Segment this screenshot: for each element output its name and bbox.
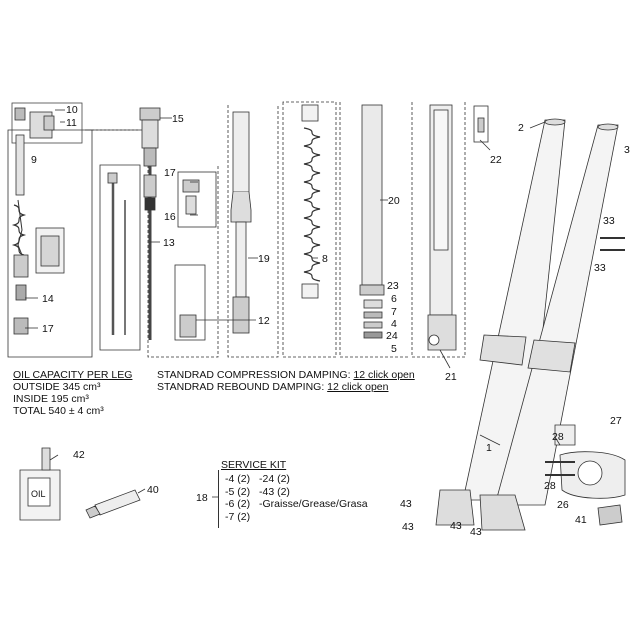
callout-7: 7	[391, 306, 397, 318]
callout-12: 12	[258, 315, 270, 327]
callout-28-top: 28	[552, 431, 564, 443]
callout-28-bottom: 28	[544, 480, 556, 492]
callout-24: 24	[386, 330, 398, 342]
callout-18: 18	[196, 492, 208, 504]
callout-33-bottom: 33	[594, 262, 606, 274]
oil-capacity-inside: INSIDE 195 cm³	[13, 393, 89, 405]
callout-4: 4	[391, 318, 397, 330]
callout-26: 26	[557, 499, 569, 511]
kit-item: -4 (2)	[225, 473, 251, 485]
callout-43-c: 43	[450, 520, 462, 532]
callout-19: 19	[258, 253, 270, 265]
callout-8: 8	[322, 253, 328, 265]
callout-21: 21	[445, 371, 457, 383]
callout-40: 40	[147, 484, 159, 496]
inner-tube-frame	[227, 105, 279, 358]
kit-item: -7 (2)	[225, 510, 251, 523]
tube-kit-frame	[339, 102, 410, 358]
callout-13: 13	[163, 237, 175, 249]
kit-item: -5 (2)	[225, 485, 251, 498]
callout-43-a: 43	[400, 498, 412, 510]
service-kit-box: -4 (2) -5 (2) -6 (2) -7 (2) -24 (2) -43 …	[218, 470, 371, 528]
callout-17-right: 17	[164, 167, 176, 179]
callout-9: 9	[31, 154, 37, 166]
compression-value: 12 click open	[353, 369, 415, 381]
callout-20: 20	[388, 195, 400, 207]
callout-43-d: 43	[470, 526, 482, 538]
callout-41: 41	[575, 514, 587, 526]
oil-bottle-label: OIL	[31, 489, 46, 499]
kit-item: -24 (2)	[259, 473, 290, 485]
callout-1: 1	[486, 442, 492, 454]
callout-42: 42	[73, 449, 85, 461]
service-kit-title: SERVICE KIT	[221, 459, 287, 471]
grease-tube	[94, 489, 141, 516]
oil-capacity-outside: OUTSIDE 345 cm³	[13, 381, 101, 393]
rebound-label: STANDRAD REBOUND DAMPING:	[157, 381, 325, 393]
oil-capacity-title: OIL CAPACITY PER LEG	[13, 369, 133, 381]
callout-27: 27	[610, 415, 622, 427]
callout-23: 23	[387, 280, 399, 292]
damping-block: STANDRAD COMPRESSION DAMPING: 12 click o…	[157, 369, 415, 393]
callout-2: 2	[518, 122, 524, 134]
kit-item: -43 (2)	[259, 485, 290, 498]
compression-label: STANDRAD COMPRESSION DAMPING:	[157, 369, 351, 381]
service-kit-col1: -4 (2) -5 (2) -6 (2) -7 (2)	[225, 473, 250, 523]
service-kit-col2: -24 (2) -43 (2) -Graisse/Grease/Grasa	[259, 473, 368, 511]
callout-3: 3	[624, 144, 630, 156]
outer-frame	[411, 102, 466, 358]
rebound-value: 12 click open	[327, 381, 389, 393]
callout-labels: 10 11 9 14 17 15 17 16 13 19 12 8 20 23 …	[31, 104, 630, 538]
cartridge-frame	[7, 129, 93, 358]
callout-15: 15	[172, 113, 184, 125]
callout-16: 16	[164, 211, 176, 223]
callout-14: 14	[42, 293, 54, 305]
callout-11: 11	[66, 117, 77, 129]
oil-capacity-total: TOTAL 540 ± 4 cm³	[13, 405, 104, 417]
callout-43-b: 43	[402, 521, 414, 533]
callout-22: 22	[490, 154, 502, 166]
callout-17-left: 17	[42, 323, 54, 335]
callout-6: 6	[391, 293, 397, 305]
kit-item: -Graisse/Grease/Grasa	[259, 498, 368, 510]
kit-item: -6 (2)	[225, 498, 251, 510]
callout-33-top: 33	[603, 215, 615, 227]
spring-frame	[282, 101, 337, 358]
oil-capacity-block: OIL CAPACITY PER LEG OUTSIDE 345 cm³ INS…	[13, 369, 132, 417]
rebound-frame	[99, 164, 141, 351]
callout-5: 5	[391, 343, 397, 355]
callout-10: 10	[66, 104, 78, 116]
damper-frame	[147, 165, 219, 358]
